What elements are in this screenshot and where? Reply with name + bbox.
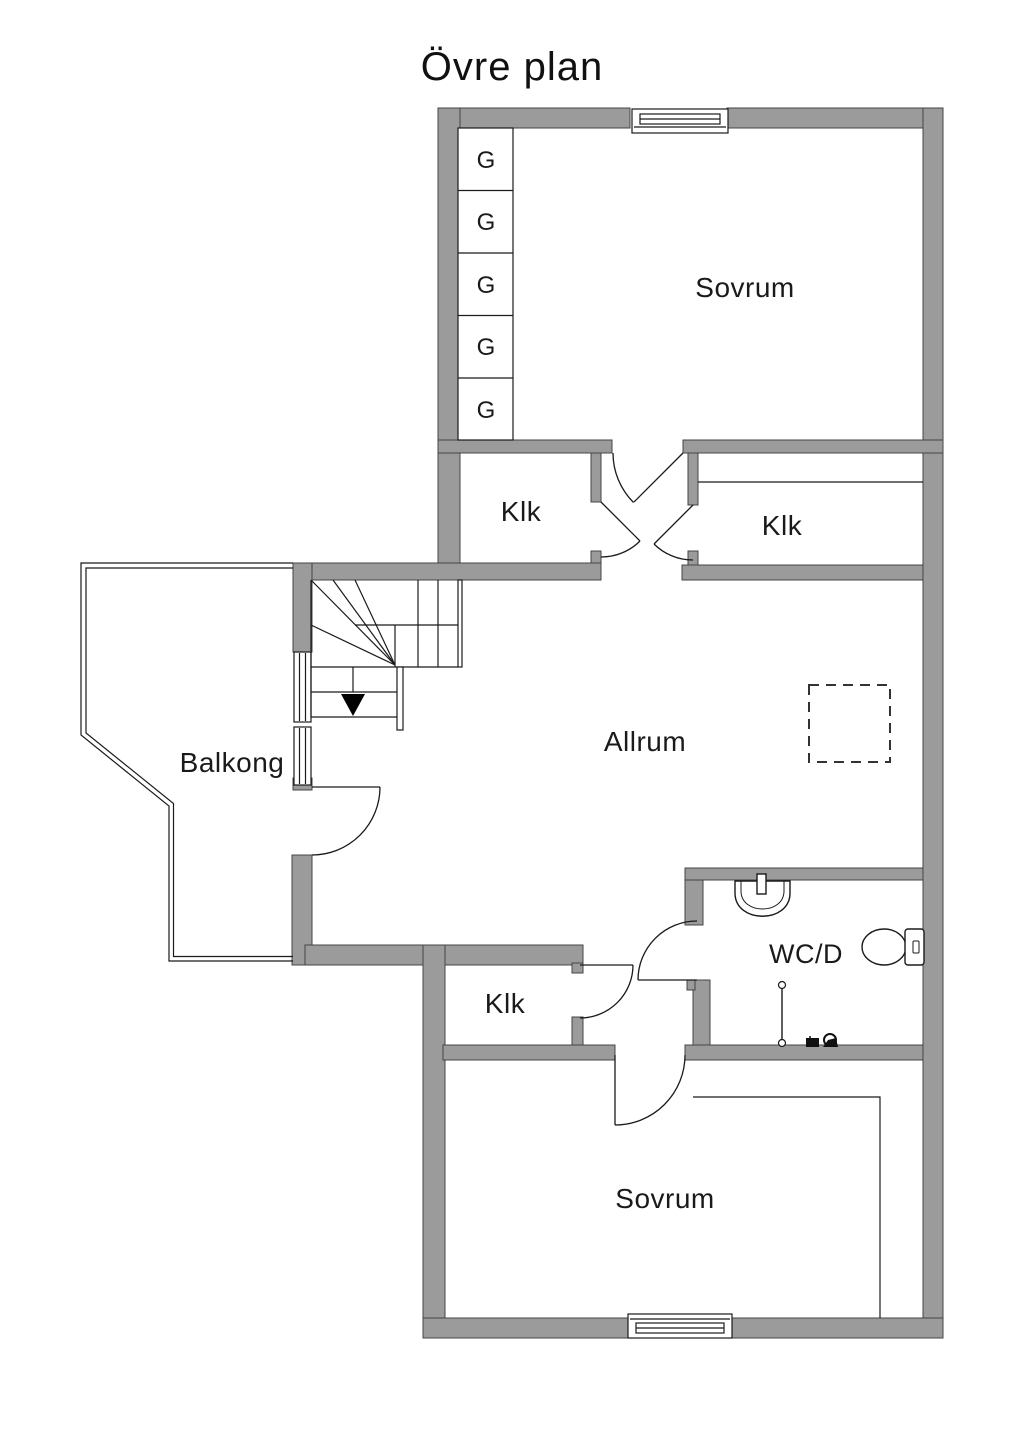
door-balcony bbox=[311, 786, 381, 856]
stair-railing-east bbox=[457, 579, 463, 668]
stair-railing-south bbox=[396, 666, 404, 731]
door-swing-arc bbox=[614, 1054, 686, 1126]
wall-balcony-door-side bbox=[291, 854, 313, 966]
wall-bottom-right bbox=[731, 1317, 944, 1339]
shower-rail-icon bbox=[777, 980, 787, 1048]
door-swing-arc bbox=[600, 540, 641, 558]
wall-sovrum-bottom-left bbox=[437, 439, 613, 454]
sink-outer bbox=[734, 880, 791, 917]
shower-rail-end bbox=[777, 1038, 787, 1048]
wall-wcd-left-upper bbox=[684, 879, 704, 926]
window-top bbox=[631, 108, 729, 134]
room-label-sovrum-bottom: Sovrum bbox=[615, 1183, 714, 1214]
door-sovrum-bottom bbox=[614, 1054, 686, 1126]
toilet-bowl bbox=[861, 928, 907, 966]
wall-bottom-left bbox=[422, 1317, 629, 1339]
stair-winder-line bbox=[310, 579, 396, 666]
wardrobe-label: G bbox=[477, 209, 496, 236]
valve-body bbox=[806, 1038, 819, 1047]
window-bottom bbox=[627, 1313, 733, 1339]
toilet-icon bbox=[861, 928, 925, 966]
wall-klk-lower-hinge-jamb bbox=[571, 962, 584, 974]
glass-panel-lower bbox=[293, 726, 312, 786]
shower-rail-end bbox=[777, 980, 787, 990]
room-label-allrum: Allrum bbox=[604, 726, 686, 757]
door-swing-arc bbox=[311, 786, 381, 856]
sink-tap bbox=[756, 873, 767, 895]
wall-balcony-side-upper bbox=[292, 562, 313, 653]
stair-winder-line bbox=[354, 579, 396, 666]
wall-klk-left-doorjamb bbox=[590, 452, 602, 503]
wall-klk-lower-right-jamb bbox=[571, 1016, 584, 1046]
sink-icon bbox=[734, 873, 791, 917]
toilet-button bbox=[912, 940, 920, 954]
door-klk-lower bbox=[579, 964, 634, 1019]
dashed-void-square bbox=[808, 684, 891, 763]
door-klk-right bbox=[653, 504, 694, 561]
window-frame bbox=[631, 108, 729, 134]
wardrobe-label: G bbox=[477, 272, 496, 299]
wall-wcd-left-nub bbox=[686, 979, 696, 991]
stairs-down-arrow-icon bbox=[341, 694, 365, 716]
wardrobe-column: G G G G G bbox=[457, 127, 514, 441]
glass-panel-upper bbox=[293, 651, 312, 723]
room-label-klk-left: Klk bbox=[501, 496, 542, 527]
door-klk-left bbox=[600, 501, 641, 558]
washing-valve-icon bbox=[806, 1033, 838, 1047]
door-leaf bbox=[633, 452, 684, 503]
wall-klk-right-doorjamb bbox=[687, 452, 699, 506]
stairs bbox=[310, 579, 463, 731]
wardrobe-label: G bbox=[477, 334, 496, 361]
door-sovrum-top bbox=[612, 452, 684, 503]
stair-winder-line bbox=[332, 579, 396, 666]
wall-klk-right-lower-jamb bbox=[687, 550, 699, 566]
windows bbox=[293, 108, 733, 1339]
wardrobe-label: G bbox=[477, 397, 496, 424]
window-balcony-glass bbox=[293, 651, 312, 786]
sloped-ceiling-line bbox=[693, 1096, 881, 1318]
wall-top-left bbox=[437, 107, 631, 129]
door-swing-arc bbox=[637, 920, 698, 981]
door-wcd bbox=[637, 920, 698, 981]
walls bbox=[291, 107, 944, 1339]
wall-stairs-top-band bbox=[292, 562, 602, 581]
wall-right-outer bbox=[922, 107, 944, 1339]
stair-winder-line bbox=[310, 624, 396, 666]
door-leaf bbox=[600, 501, 641, 542]
room-label-sovrum-top: Sovrum bbox=[695, 272, 794, 303]
room-label-balkong: Balkong bbox=[180, 747, 285, 778]
wall-left-upper bbox=[437, 107, 461, 581]
wall-klk-lower-bottom bbox=[442, 1044, 616, 1061]
room-label-klk-right: Klk bbox=[762, 510, 803, 541]
room-label-klk-lower: Klk bbox=[485, 988, 526, 1019]
window-frame bbox=[627, 1313, 733, 1339]
balcony-edge-inner bbox=[85, 567, 293, 958]
wall-klk-left-lower-jamb bbox=[590, 550, 602, 564]
balcony-outline bbox=[80, 562, 293, 962]
valve-base bbox=[823, 1038, 838, 1047]
door-swing-arc bbox=[579, 964, 634, 1019]
room-label-wcd: WC/D bbox=[769, 939, 843, 969]
door-swing-arc bbox=[612, 452, 634, 503]
wall-klk-right-bottom bbox=[681, 564, 924, 581]
wardrobe-label: G bbox=[477, 147, 496, 174]
wall-left-lower bbox=[422, 944, 446, 1339]
balcony-edge-outer bbox=[80, 562, 293, 962]
wall-wcd-bottom bbox=[684, 1044, 924, 1061]
doors bbox=[311, 452, 698, 1126]
door-leaf bbox=[653, 504, 694, 545]
wall-top-right bbox=[726, 107, 944, 129]
wall-wcd-top bbox=[684, 867, 924, 881]
wall-sovrum-bottom-right bbox=[682, 439, 944, 454]
page-title: Övre plan bbox=[421, 45, 603, 89]
wcd-fixtures bbox=[734, 873, 925, 1048]
sink-inner bbox=[740, 881, 785, 910]
door-swing-arc bbox=[653, 543, 694, 561]
wardrobe-box bbox=[457, 127, 514, 441]
